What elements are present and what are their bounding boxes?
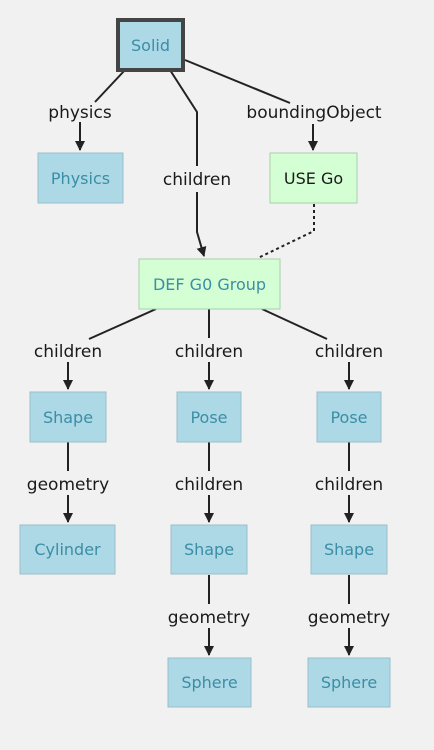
edge-label-children-mid: children <box>175 342 243 362</box>
node-cylinder-box <box>19 524 116 575</box>
edges <box>63 59 354 656</box>
edge-solid-children-arrow <box>196 192 207 257</box>
node-shape-right-label: Shape <box>324 540 374 559</box>
edge-use-reference <box>257 204 315 259</box>
edge-label-geometry-right: geometry <box>308 608 390 628</box>
edge-solid-bounding <box>184 59 291 104</box>
edge-group-shape-left <box>88 308 157 340</box>
node-solid-label: Solid <box>131 36 170 55</box>
node-solid[interactable]: Solid <box>116 18 185 72</box>
edge-label-bounding-object: boundingObject <box>246 103 382 123</box>
node-def-group-box <box>138 258 281 310</box>
edge-label-children-right: children <box>315 342 383 362</box>
node-shape-mid[interactable]: Shape <box>170 524 248 575</box>
node-shape-right[interactable]: Shape <box>310 524 388 575</box>
edge-labels: physics children boundingObject children… <box>27 103 390 628</box>
node-use-go-label: USE Go <box>284 169 343 188</box>
node-sphere-right-label: Sphere <box>321 673 377 692</box>
edge-label-physics: physics <box>48 103 112 123</box>
node-def-group-label: DEF G0 Group <box>153 275 266 294</box>
edge-label-children-pose-right: children <box>315 475 383 495</box>
node-def-group[interactable]: DEF G0 Group <box>138 258 281 310</box>
edge-solid-physics <box>94 69 126 103</box>
nodes: Solid Physics USE Go DEF G0 Group Shape … <box>19 18 391 708</box>
node-shape-mid-label: Shape <box>184 540 234 559</box>
node-physics[interactable]: Physics <box>37 152 124 204</box>
edge-label-geometry-left: geometry <box>27 475 109 495</box>
node-sphere-mid-label: Sphere <box>181 673 237 692</box>
node-solid-box <box>116 18 185 72</box>
node-physics-label: Physics <box>51 169 110 188</box>
node-shape-left[interactable]: Shape <box>29 391 107 443</box>
node-use-go-box <box>269 152 358 204</box>
node-pose-right-box <box>316 391 382 443</box>
node-pose-right[interactable]: Pose <box>316 391 382 443</box>
node-shape-right-box <box>310 524 388 575</box>
edge-label-children-left: children <box>34 342 102 362</box>
node-pose-mid-label: Pose <box>190 408 227 427</box>
node-shape-left-box <box>29 391 107 443</box>
node-use-go[interactable]: USE Go <box>269 152 358 204</box>
node-pose-right-label: Pose <box>330 408 367 427</box>
node-physics-box <box>37 152 124 204</box>
node-pose-mid-box <box>176 391 242 443</box>
node-sphere-right[interactable]: Sphere <box>307 657 391 708</box>
node-pose-mid[interactable]: Pose <box>176 391 242 443</box>
node-cylinder[interactable]: Cylinder <box>19 524 116 575</box>
edge-solid-children <box>169 69 198 166</box>
node-sphere-right-box <box>307 657 391 708</box>
node-shape-mid-box <box>170 524 248 575</box>
edge-label-children-solid: children <box>163 170 231 190</box>
node-shape-left-label: Shape <box>43 408 93 427</box>
node-sphere-mid-box <box>167 657 252 708</box>
node-cylinder-label: Cylinder <box>34 540 101 559</box>
edge-label-geometry-mid: geometry <box>168 608 250 628</box>
edge-group-pose-right <box>261 308 328 340</box>
node-sphere-mid[interactable]: Sphere <box>167 657 252 708</box>
edge-label-children-pose-mid: children <box>175 475 243 495</box>
